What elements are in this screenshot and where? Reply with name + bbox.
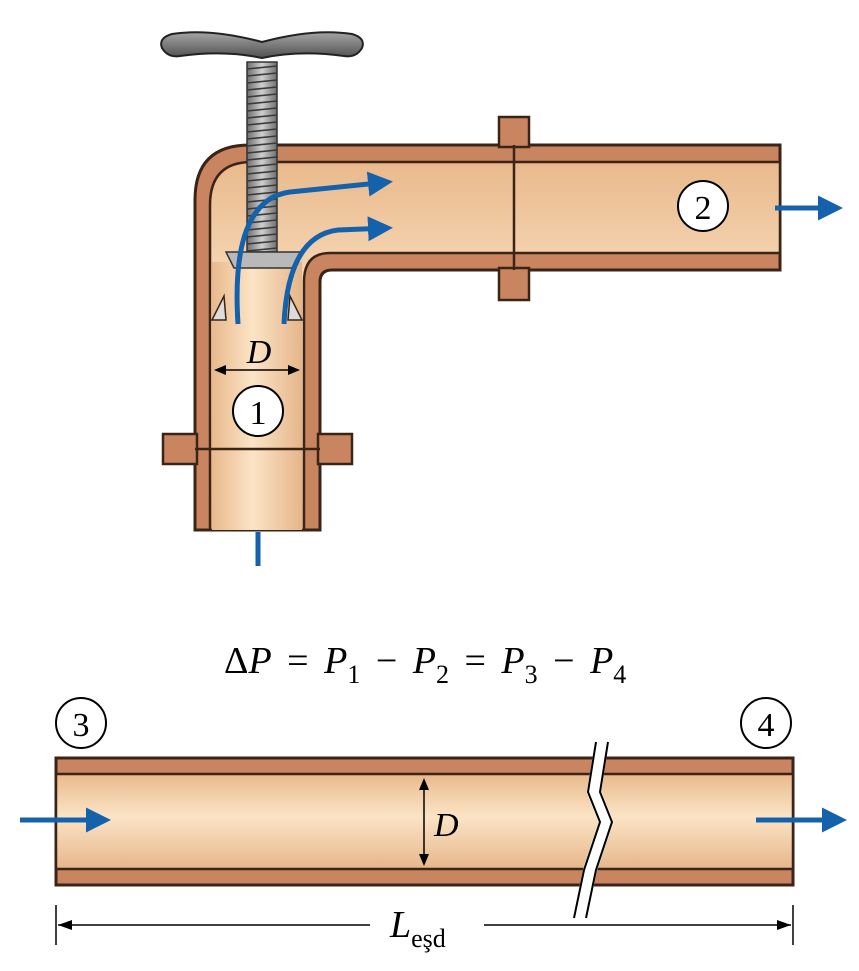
bottom-flange-left [161,432,199,466]
flow-arrow-right [281,216,393,325]
stem-thread [246,170,278,175]
valve-seat-right [287,293,304,321]
stem-thread [246,191,278,196]
right-flange-bottom [497,266,531,302]
diameter-arrowhead-bottom-down [419,854,429,866]
diameter-arrowhead-top-left [214,365,226,375]
diameter-label-bottom: D [433,807,459,844]
stem-thread [246,163,278,168]
station-label-3: 3 [73,707,90,744]
straight-pipe: D 3 4 Leşd [20,697,847,953]
station-marker-2: 2 [677,180,729,232]
stem-thread [246,65,278,70]
pressure-equation: ΔP = P1 − P2 = P3 − P4 [224,640,626,692]
stem-thread [246,226,278,231]
station-marker-4: 4 [740,697,792,749]
stem-thread [246,184,278,189]
equivalent-length-label: Leşd [389,904,446,953]
stem-thread [246,149,278,154]
length-arrowhead-left [58,920,72,930]
flow-arrow-left [234,171,393,325]
station-label-4: 4 [758,707,775,744]
right-flange-top [497,115,531,149]
stem-thread [246,79,278,84]
stem-thread [246,100,278,105]
pipe-break-line-a [573,741,602,919]
stem-thread [246,93,278,98]
stem-thread [246,240,278,245]
bottom-flange-right [316,432,354,466]
stem-thread [246,72,278,77]
diameter-label-top: D [246,334,272,371]
pipe-break-symbol [573,740,614,920]
stem-thread [246,142,278,147]
station-marker-1: 1 [232,385,284,437]
stem-thread [246,233,278,238]
station-marker-3: 3 [55,697,107,749]
stem-thread [246,247,278,252]
stem-thread [246,121,278,126]
elbow-valve-assembly: D 1 2 [160,31,843,566]
valve-handle [160,31,364,60]
stem-thread [246,156,278,161]
station-label-1: 1 [250,395,267,432]
stem-thread [246,128,278,133]
stem-thread [246,114,278,119]
diameter-arrowhead-bottom-up [419,778,429,790]
stem-thread [246,177,278,182]
stem-thread [246,107,278,112]
station-label-2: 2 [695,190,712,227]
length-arrowhead-right [777,920,791,930]
stem-thread [246,86,278,91]
stem-thread [246,135,278,140]
valve-seat-left [210,293,227,321]
pipe-break-line-b [585,741,614,919]
diameter-arrowhead-top-right [288,365,300,375]
